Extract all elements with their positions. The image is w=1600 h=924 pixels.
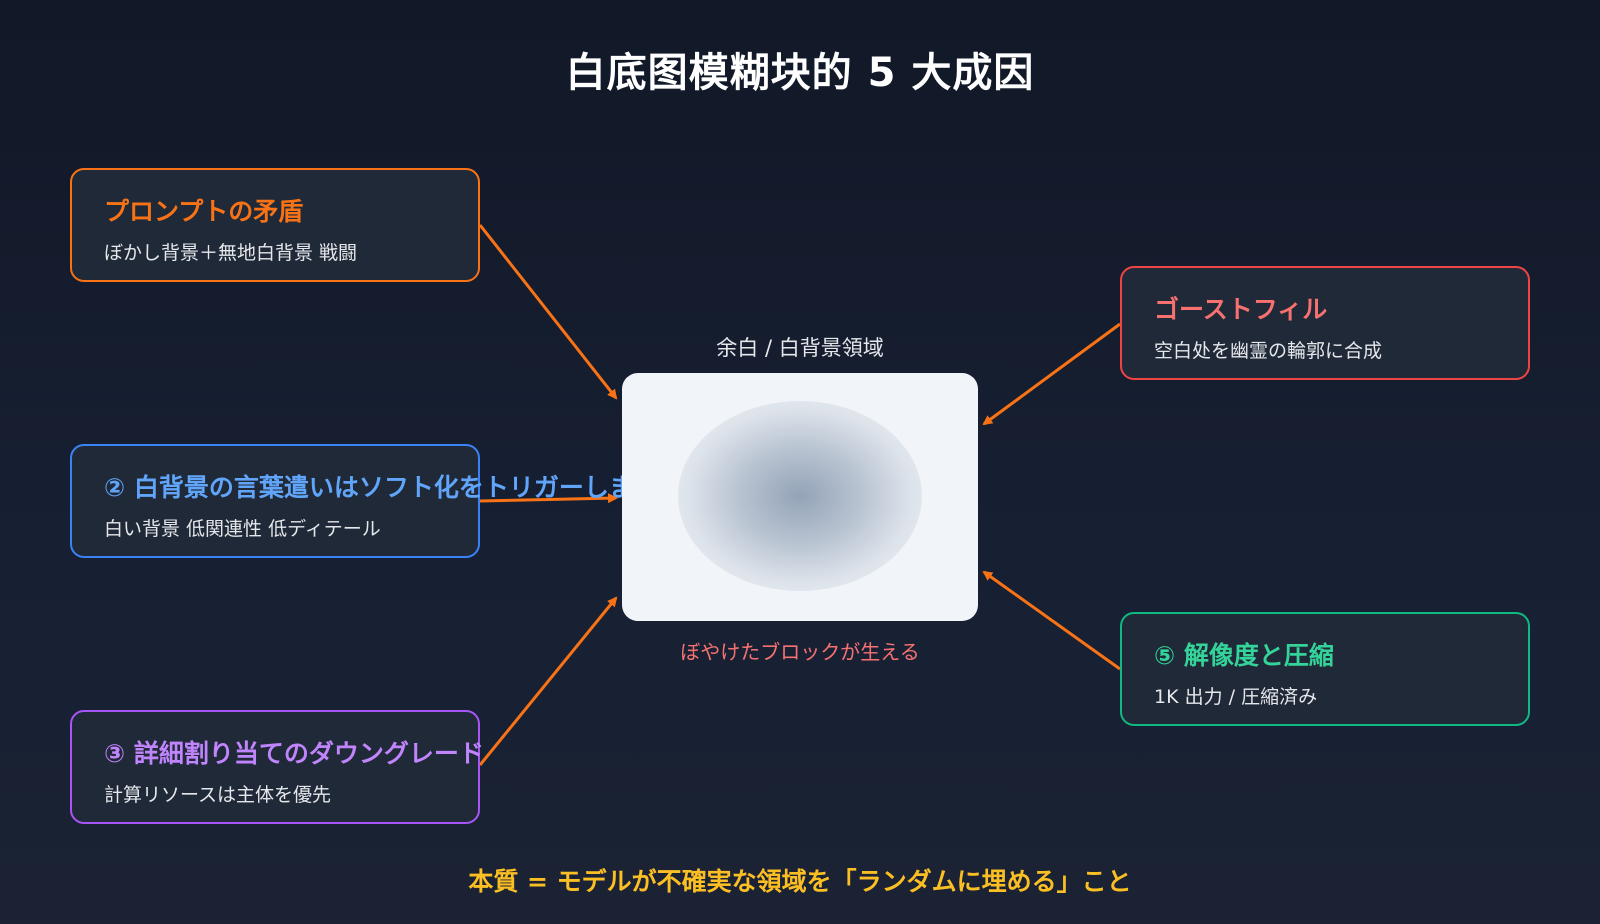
cause-title: プロンプトの矛盾 [104, 197, 304, 226]
cause-subtitle: 白い背景 低関連性 低ディテール [104, 518, 381, 540]
footer-summary: 本質 = モデルが不確実な領域を「ランダムに埋める」こと [468, 867, 1132, 896]
arrow-cause-1 [478, 224, 618, 400]
cause-subtitle: 空白处を幽霊の輪郭に合成 [1154, 340, 1383, 362]
cause-card-2: ② 白背景の言葉遣いはソフト化をトリガーします 白い背景 低関連性 低ディテール [70, 444, 659, 558]
blurry-block [678, 401, 922, 591]
arrow-cause-2 [479, 493, 618, 504]
arrow-cause-3 [478, 596, 618, 766]
cause-subtitle: 1K 出力 / 圧縮済み [1154, 686, 1318, 708]
cause-title: ② 白背景の言葉遣いはソフト化をトリガーします [104, 473, 659, 502]
cause-subtitle: ぼかし背景＋無地白背景 戦闘 [104, 242, 358, 264]
center-bottom-label: ぼやけたブロックが生える [680, 640, 920, 664]
arrow-cause-5 [982, 570, 1121, 671]
cause-title: ③ 詳細割り当てのダウングレード [104, 739, 484, 768]
cause-title: ⑤ 解像度と圧縮 [1154, 641, 1334, 670]
cause-card-3: ③ 詳細割り当てのダウングレード 計算リソースは主体を優先 [70, 710, 484, 824]
arrow-cause-4 [982, 322, 1121, 426]
cause-card-4: ゴーストフィル 空白处を幽霊の輪郭に合成 [1120, 266, 1530, 380]
center-top-label: 余白 / 白背景領域 [716, 336, 884, 360]
cause-card-5: ⑤ 解像度と圧縮 1K 出力 / 圧縮済み [1120, 612, 1530, 726]
cause-card-1: プロンプトの矛盾 ぼかし背景＋無地白背景 戦闘 [70, 168, 480, 282]
cause-title: ゴーストフィル [1154, 295, 1328, 324]
white-background-image [622, 373, 978, 621]
diagram-title: 白底图模糊块的 5 大成因 [565, 50, 1035, 96]
cause-subtitle: 計算リソースは主体を優先 [104, 784, 332, 806]
